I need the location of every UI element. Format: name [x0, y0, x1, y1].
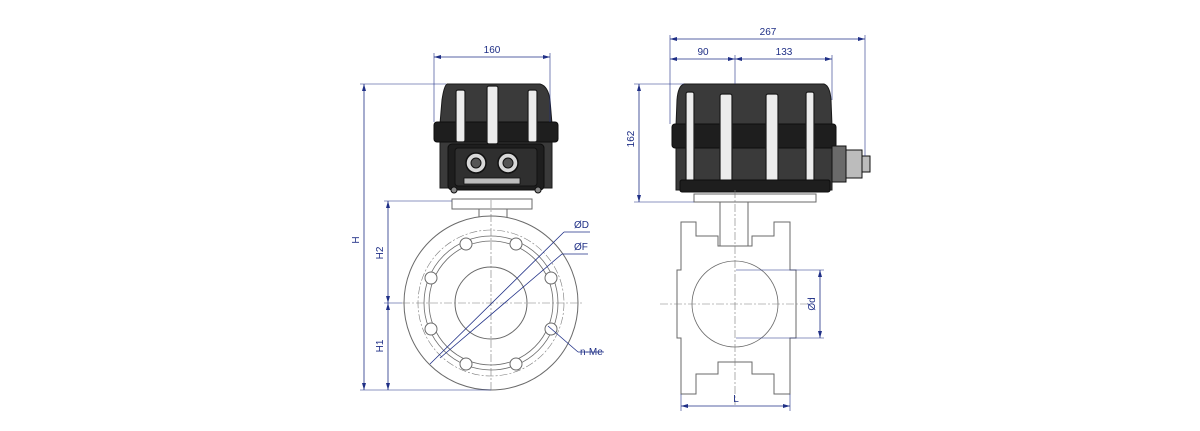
- dim-right-133: 133: [776, 47, 793, 58]
- label-bolt-holes: n-Me: [580, 347, 603, 358]
- front-view: 160 H H2 H1 ØD ØF n-Me: [351, 45, 604, 392]
- dim-H: H: [351, 236, 362, 243]
- dim-bore-diameter: Ød: [807, 297, 818, 310]
- dim-length-L: L: [733, 394, 739, 405]
- label-flange-diameter: ØF: [574, 242, 588, 253]
- dim-width-160: 160: [484, 45, 501, 56]
- front-flange: [402, 200, 582, 392]
- dim-H1: H1: [375, 339, 386, 352]
- dim-height-162: 162: [626, 130, 637, 147]
- side-dimensions: [634, 35, 866, 411]
- dim-H2: H2: [375, 246, 386, 259]
- dim-left-90: 90: [697, 47, 709, 58]
- front-actuator: [433, 83, 559, 194]
- side-valve-body: [660, 190, 810, 405]
- side-actuator: [671, 83, 871, 193]
- label-outer-diameter: ØD: [574, 220, 589, 231]
- dim-total-267: 267: [760, 27, 777, 38]
- side-view: 267 90 133 162 Ød L: [626, 27, 871, 411]
- front-dimensions: [360, 53, 604, 391]
